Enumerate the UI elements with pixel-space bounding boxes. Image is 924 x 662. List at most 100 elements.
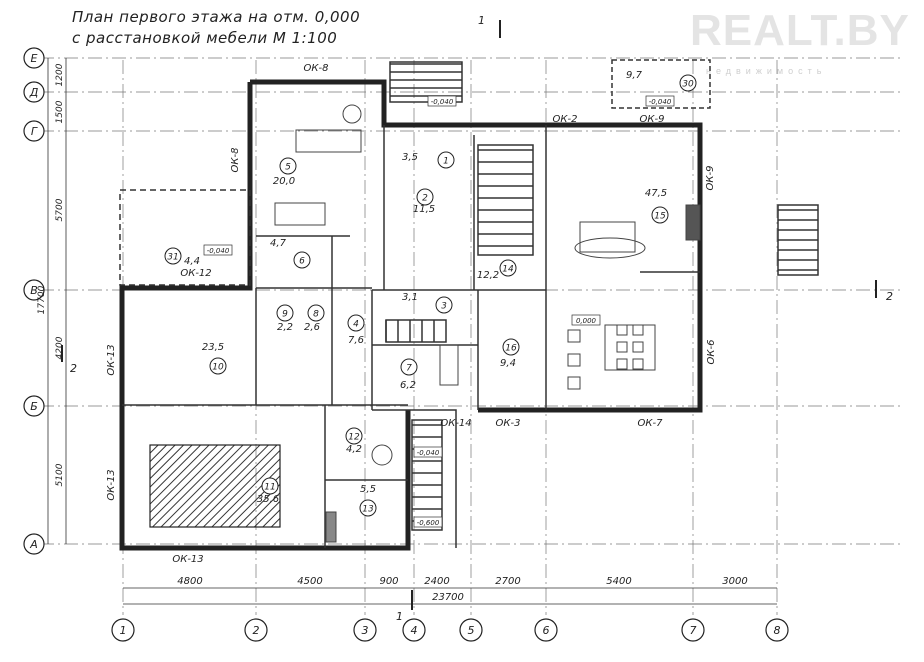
terrace-30-outline [611,59,711,109]
chair-left [567,329,581,343]
room-area: 47,5 [645,188,667,199]
sofa-living [579,221,636,253]
level-box [427,95,457,107]
room-number-circle [416,188,434,206]
axis-bubble-col [681,618,705,642]
section-mark-left: 2 [70,362,77,375]
room-number-circle [400,358,418,376]
axis-label-col: 4 [411,624,418,637]
axis-label-col: 3 [362,624,369,637]
window-mark: ОК-9 [705,166,716,191]
level-mark: 0,000 [576,317,597,325]
axis-bubble-row [23,120,45,142]
axis-bubble-col [534,618,558,642]
sauna-bench [325,511,337,543]
room-number: 30 [682,80,694,90]
window-mark: ОК-13 [172,554,203,565]
room-number-circle [347,314,365,332]
room-number: 1 [443,157,449,167]
room-number-circle [345,427,363,445]
fireplace [685,204,701,241]
dim-text-bottom: 4800 [177,576,202,587]
room-area: 2,2 [277,322,293,333]
rug-living [574,237,646,259]
sofa [274,202,326,226]
window-mark: ОК-13 [106,469,117,500]
dining-chair [632,341,644,353]
room-number-circle [651,206,669,224]
room-number-circle [359,499,377,517]
room-area: 20,0 [273,176,295,187]
room-area: 4,4 [184,256,200,267]
chair-left [567,376,581,390]
window-mark: ОК-7 [638,418,664,429]
axis-label-col: 1 [120,624,127,637]
axis-bubble-col [353,618,377,642]
watermark-subtitle: недвижимость [706,66,827,76]
level-mark: -0,040 [649,98,672,106]
dim-text-left: 1200 [55,63,65,86]
room-number: 9 [282,310,288,320]
dim-text-bottom: 2400 [424,576,449,587]
level-mark: -0,600 [417,519,440,527]
dim-text-total: 23700 [432,592,464,603]
axis-label-row: А [29,538,38,551]
axis-label-col: 6 [543,624,550,637]
dining-chair [632,358,644,370]
room-area: 23,5 [202,342,224,353]
room-area: 35,6 [257,494,279,505]
room-number: 13 [362,505,374,515]
room-area: 2,6 [304,322,320,333]
room-number: 10 [212,363,224,373]
axis-label-col: 8 [774,624,781,637]
axis-bubble-col [244,618,268,642]
axis-bubble-col [459,618,483,642]
exterior-wall [250,79,703,413]
room-number-circle [435,296,453,314]
room-area: 12,2 [477,270,499,281]
section-mark-right: 2 [886,290,893,303]
dim-text-bottom: 3000 [722,576,747,587]
room-area: 3,1 [402,292,418,303]
terrace-outline [119,189,251,286]
stair-bottom [385,319,447,343]
axis-label-row: Е [31,52,38,65]
dim-text-bottom: 5400 [606,576,631,587]
furniture [149,104,701,543]
room-number: 16 [505,344,517,354]
dim-text-left: 1500 [55,100,65,123]
dining-table [604,324,656,371]
pool-hatched [149,444,281,528]
room-number: 2 [422,194,428,204]
axis-label-col: 2 [253,624,260,637]
level-mark: -0,040 [207,247,230,255]
interior-partition [408,409,457,548]
axis-bubble-col [111,618,135,642]
axis-bubble-row [23,47,45,69]
room-area: 7,6 [348,335,364,346]
axis-label-row: Г [31,125,38,138]
room-number-circle [279,157,297,175]
room-number-circle [293,251,311,269]
dim-text-left: 5100 [55,463,65,486]
axis-bubble-row [23,279,45,301]
watermark-logo: REALT.BY [690,6,910,55]
dim-text-left: 17700 [37,285,47,314]
dim-text-left: 4200 [55,336,65,359]
plan-title-line-1: План первого этажа на отм. 0,000 [72,8,361,26]
room-number: 6 [299,257,305,267]
plan-title-line-2: с расстановкой мебели М 1:100 [72,29,338,47]
dim-text-bottom: 4500 [297,576,322,587]
window-mark: ОК-2 [553,114,578,125]
room-area: 3,5 [402,152,418,163]
room-number-circle [261,477,279,495]
axis-label-col: 7 [690,624,697,637]
armchair-round [342,104,362,124]
room-number: 31 [167,253,178,263]
room-number-circle [209,357,227,375]
axis-label-row: Б [30,400,38,413]
room-number-circle [679,74,697,92]
room-number: 8 [313,310,319,320]
dining-chair [616,358,628,370]
